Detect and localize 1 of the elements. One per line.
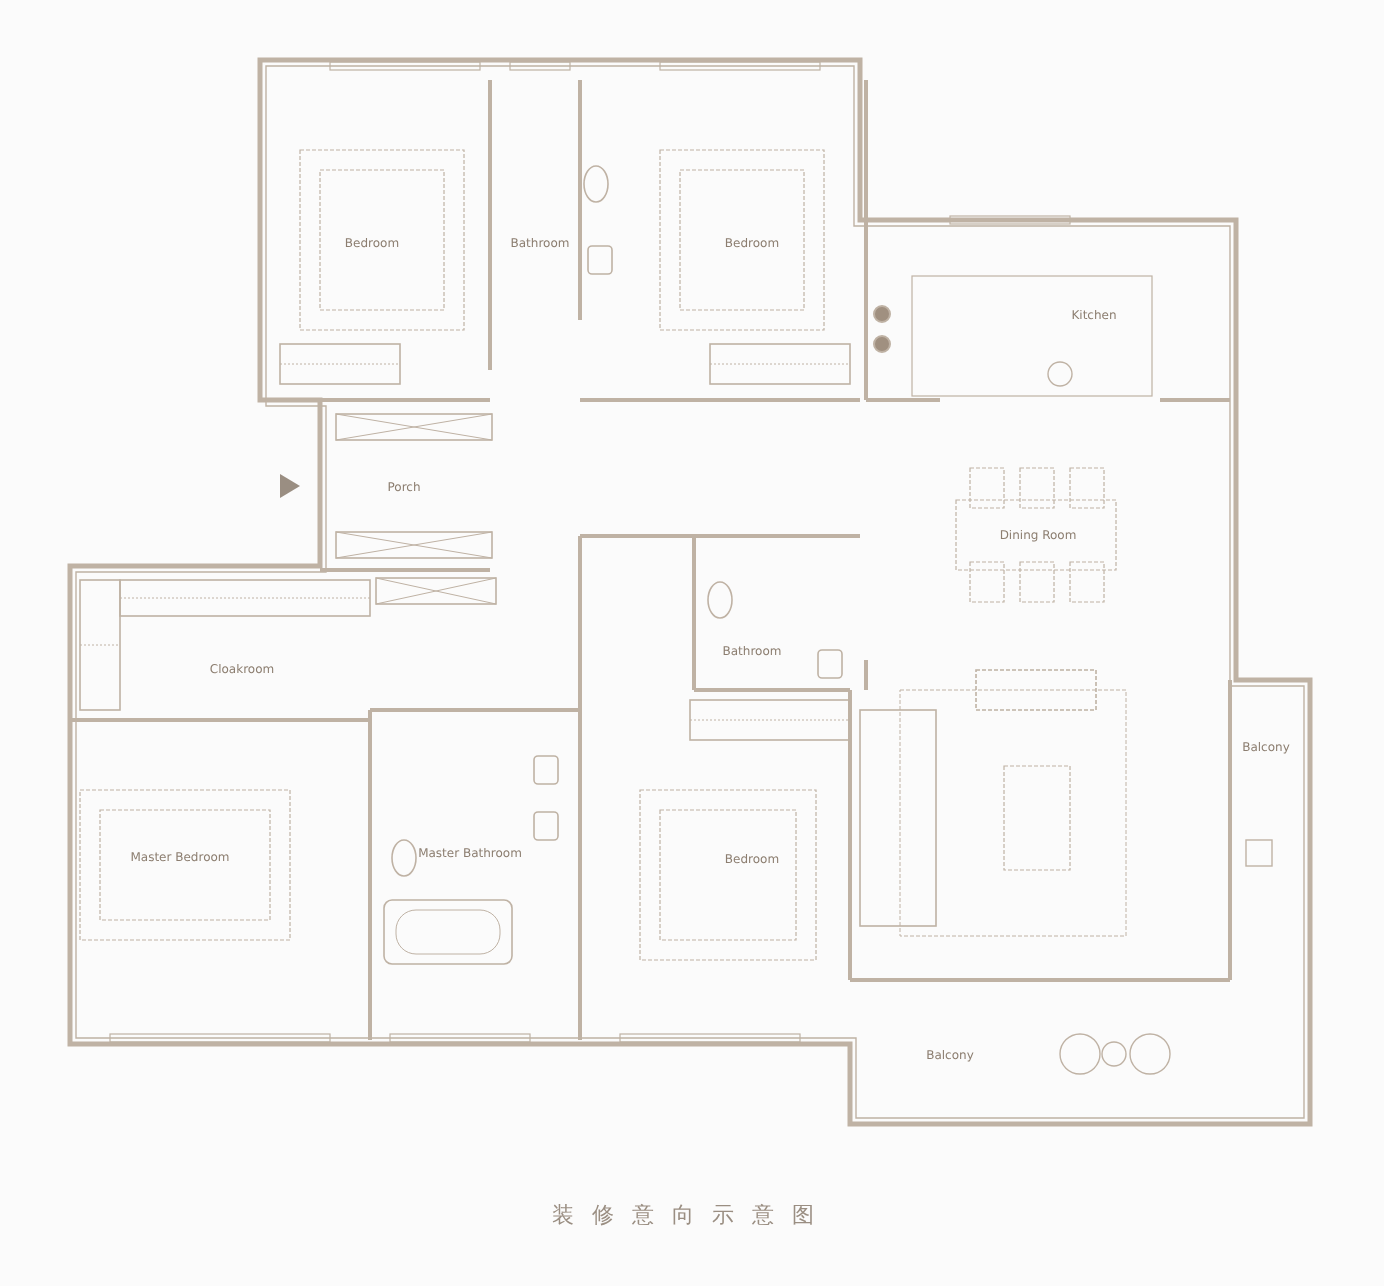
caption: 装修意向示意图 — [552, 1202, 832, 1228]
